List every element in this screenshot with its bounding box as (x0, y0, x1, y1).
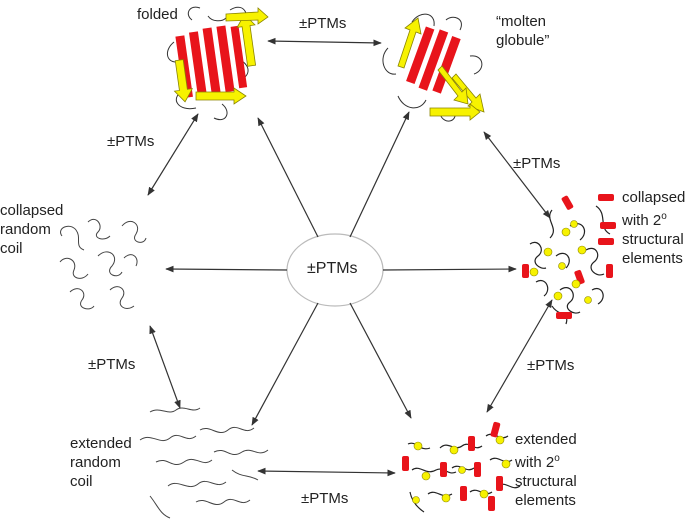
arrow-collapsed2o-extended2o (486, 299, 553, 413)
arrow-molten-collapsed2o (483, 131, 551, 219)
collapsed-2o-icon (522, 194, 616, 325)
extended-2o-icon (402, 421, 521, 513)
label-collapsed-random-coil: collapsed random coil (0, 202, 64, 257)
label-extended-random-coil: extended random coil (70, 435, 132, 490)
arrow-to-extended-2o (349, 302, 412, 419)
folded-protein-icon (167, 6, 269, 120)
ptm-label-extended2o-extendedrandom: ±PTMs (301, 490, 349, 507)
arrow-to-collapsed-random (165, 265, 288, 273)
radial-arrows (165, 111, 517, 426)
label-folded: folded (137, 6, 178, 23)
extended-random-coil-icon (139, 407, 269, 519)
perimeter-arrows (147, 37, 553, 477)
molten-globule-icon (382, 13, 485, 122)
ptm-label-extendedrandom-collapsedrandom: ±PTMs (88, 356, 136, 373)
arrow-extended2o-extendedrandom (257, 467, 396, 477)
arrow-extendedrandom-collapsedrandom (149, 325, 181, 409)
label-collapsed-2o: collapsed with 2o structural elements (622, 189, 686, 267)
arrow-to-extended-random (251, 302, 319, 426)
arrow-to-collapsed-2o (382, 265, 517, 273)
ptm-label-molten-collapsed2o: ±PTMs (513, 155, 561, 172)
label-extended-2o: extended with 2o structural elements (515, 431, 577, 509)
label-molten-globule: “molten globule” (496, 13, 550, 49)
collapsed-random-coil-icon (59, 218, 147, 310)
ptm-label-collapsedrandom-folded: ±PTMs (107, 133, 155, 150)
ptm-label-folded-molten: ±PTMs (299, 15, 347, 32)
arrow-to-folded (257, 117, 319, 238)
center-ptm-label: ±PTMs (307, 260, 358, 277)
arrow-to-molten (349, 111, 410, 238)
arrow-collapsedrandom-folded (147, 113, 199, 196)
ptm-label-collapsed2o-extended2o: ±PTMs (527, 357, 575, 374)
arrow-folded-molten (267, 37, 382, 47)
